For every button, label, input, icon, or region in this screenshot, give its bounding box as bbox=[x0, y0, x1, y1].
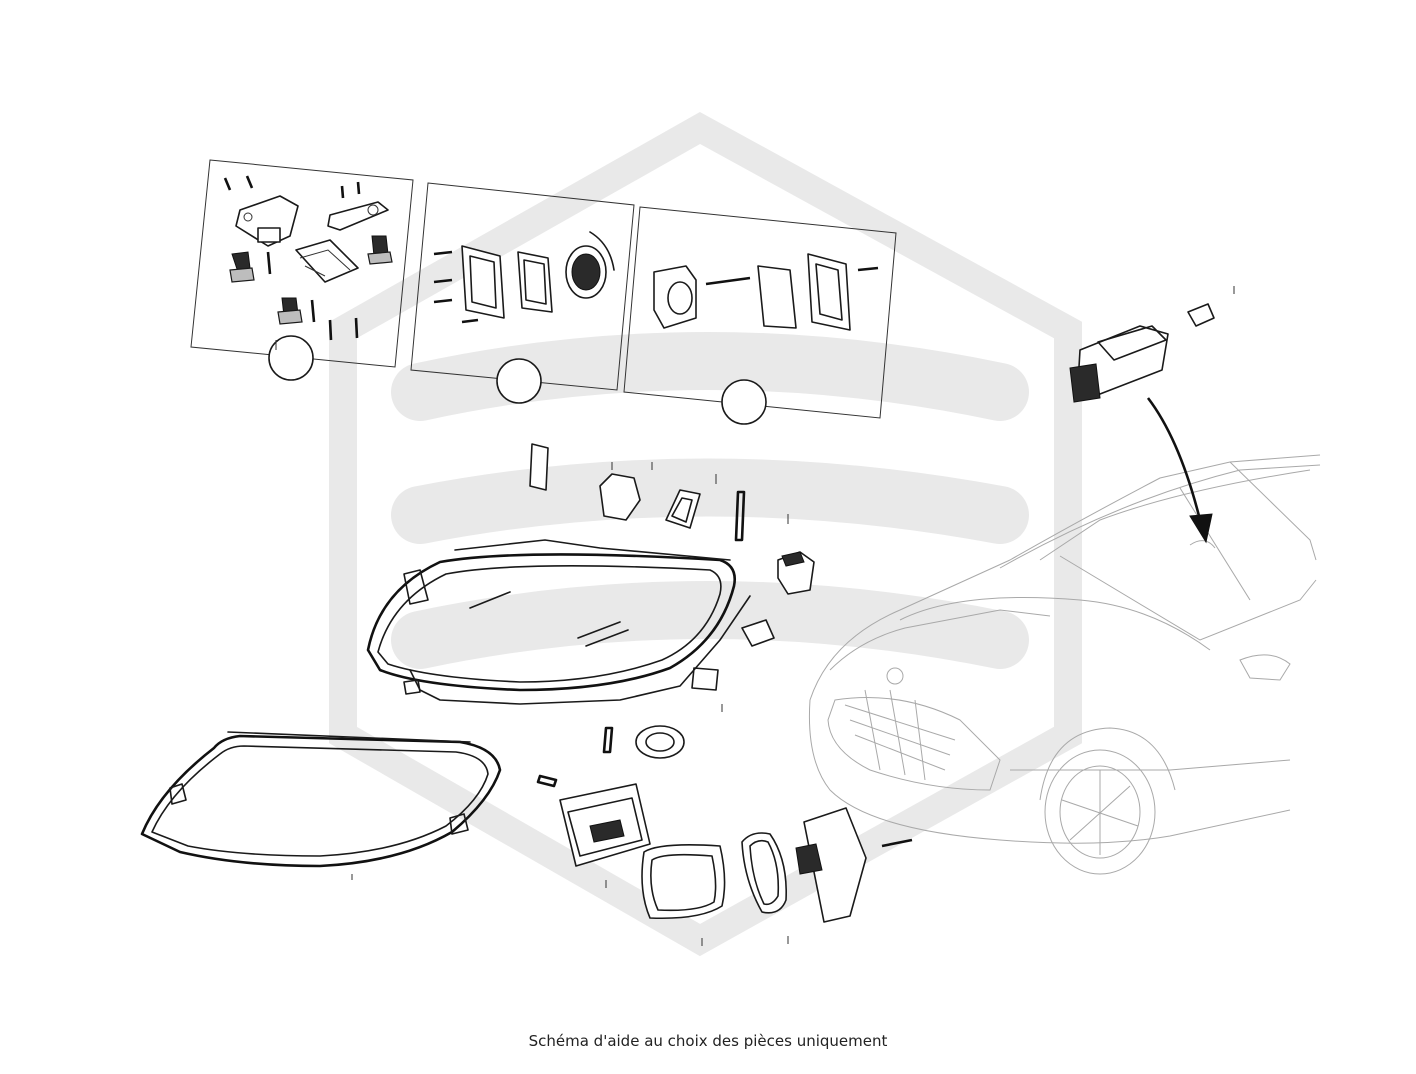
loose-parts bbox=[529, 443, 815, 691]
kit-box-3 bbox=[623, 206, 897, 425]
curved-arrow-icon bbox=[1146, 397, 1202, 521]
kit-box-2 bbox=[410, 182, 635, 404]
leader-ticks bbox=[275, 286, 1235, 946]
arrow-head bbox=[1189, 513, 1213, 544]
kit-box-1 bbox=[190, 159, 414, 381]
sensor-with-arrow bbox=[1069, 303, 1215, 544]
control-units bbox=[536, 725, 913, 923]
headlamp-lens bbox=[140, 731, 502, 868]
headlamp-housing bbox=[366, 539, 751, 705]
diagram-caption: Schéma d'aide au choix des pièces unique… bbox=[528, 1032, 888, 1050]
car-outline bbox=[808, 454, 1321, 875]
